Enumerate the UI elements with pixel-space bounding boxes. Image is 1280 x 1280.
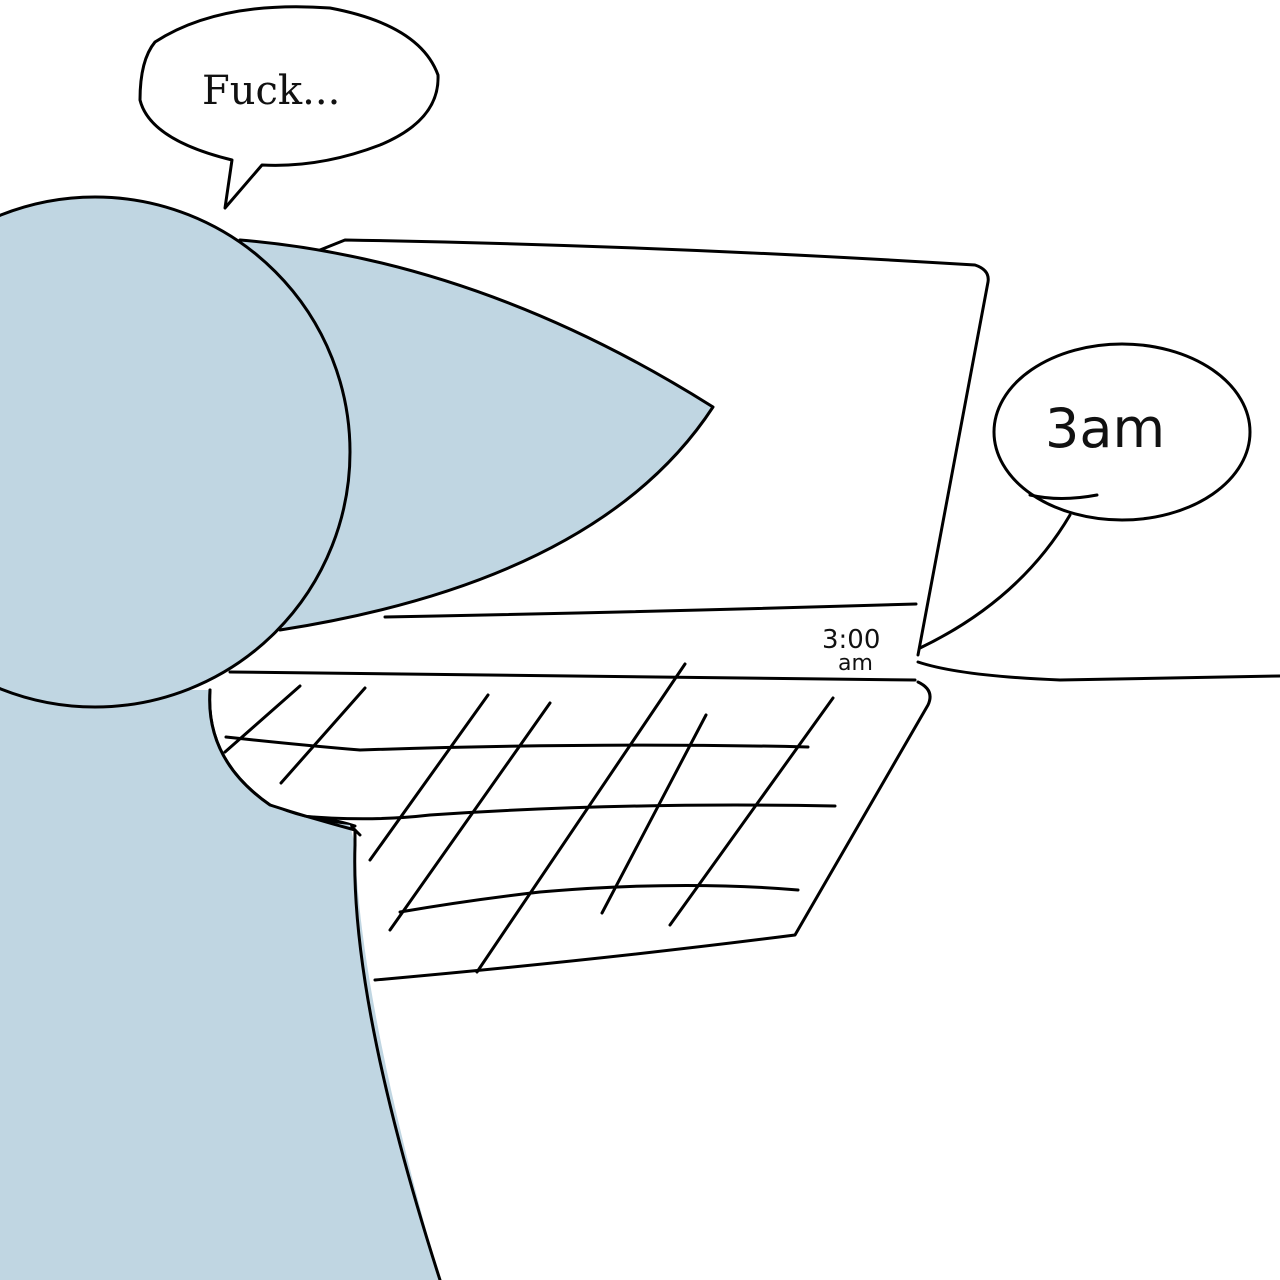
speech-text: Fuck... — [202, 68, 340, 114]
time-bubble-text: 3am — [1045, 397, 1165, 460]
figure-torso — [0, 690, 440, 1280]
figure-torso-outline — [353, 843, 442, 1280]
figure-head — [0, 195, 352, 709]
keyboard-keys — [223, 662, 837, 974]
laptop-clock-period: am — [838, 651, 873, 676]
table-edge — [916, 660, 1280, 682]
time-bubble-tail-stroke — [1028, 493, 1099, 500]
laptop-hinge — [228, 670, 917, 682]
laptop-screen — [318, 238, 990, 657]
figure-body-edge — [208, 688, 357, 847]
speech-bubble — [138, 5, 440, 210]
laptop-clock-time: 3:00 — [822, 625, 880, 655]
time-bubble — [992, 342, 1252, 522]
laptop-screen-bottom — [383, 602, 918, 619]
time-bubble-pointer — [918, 513, 1072, 650]
figure-arm — [238, 238, 715, 632]
